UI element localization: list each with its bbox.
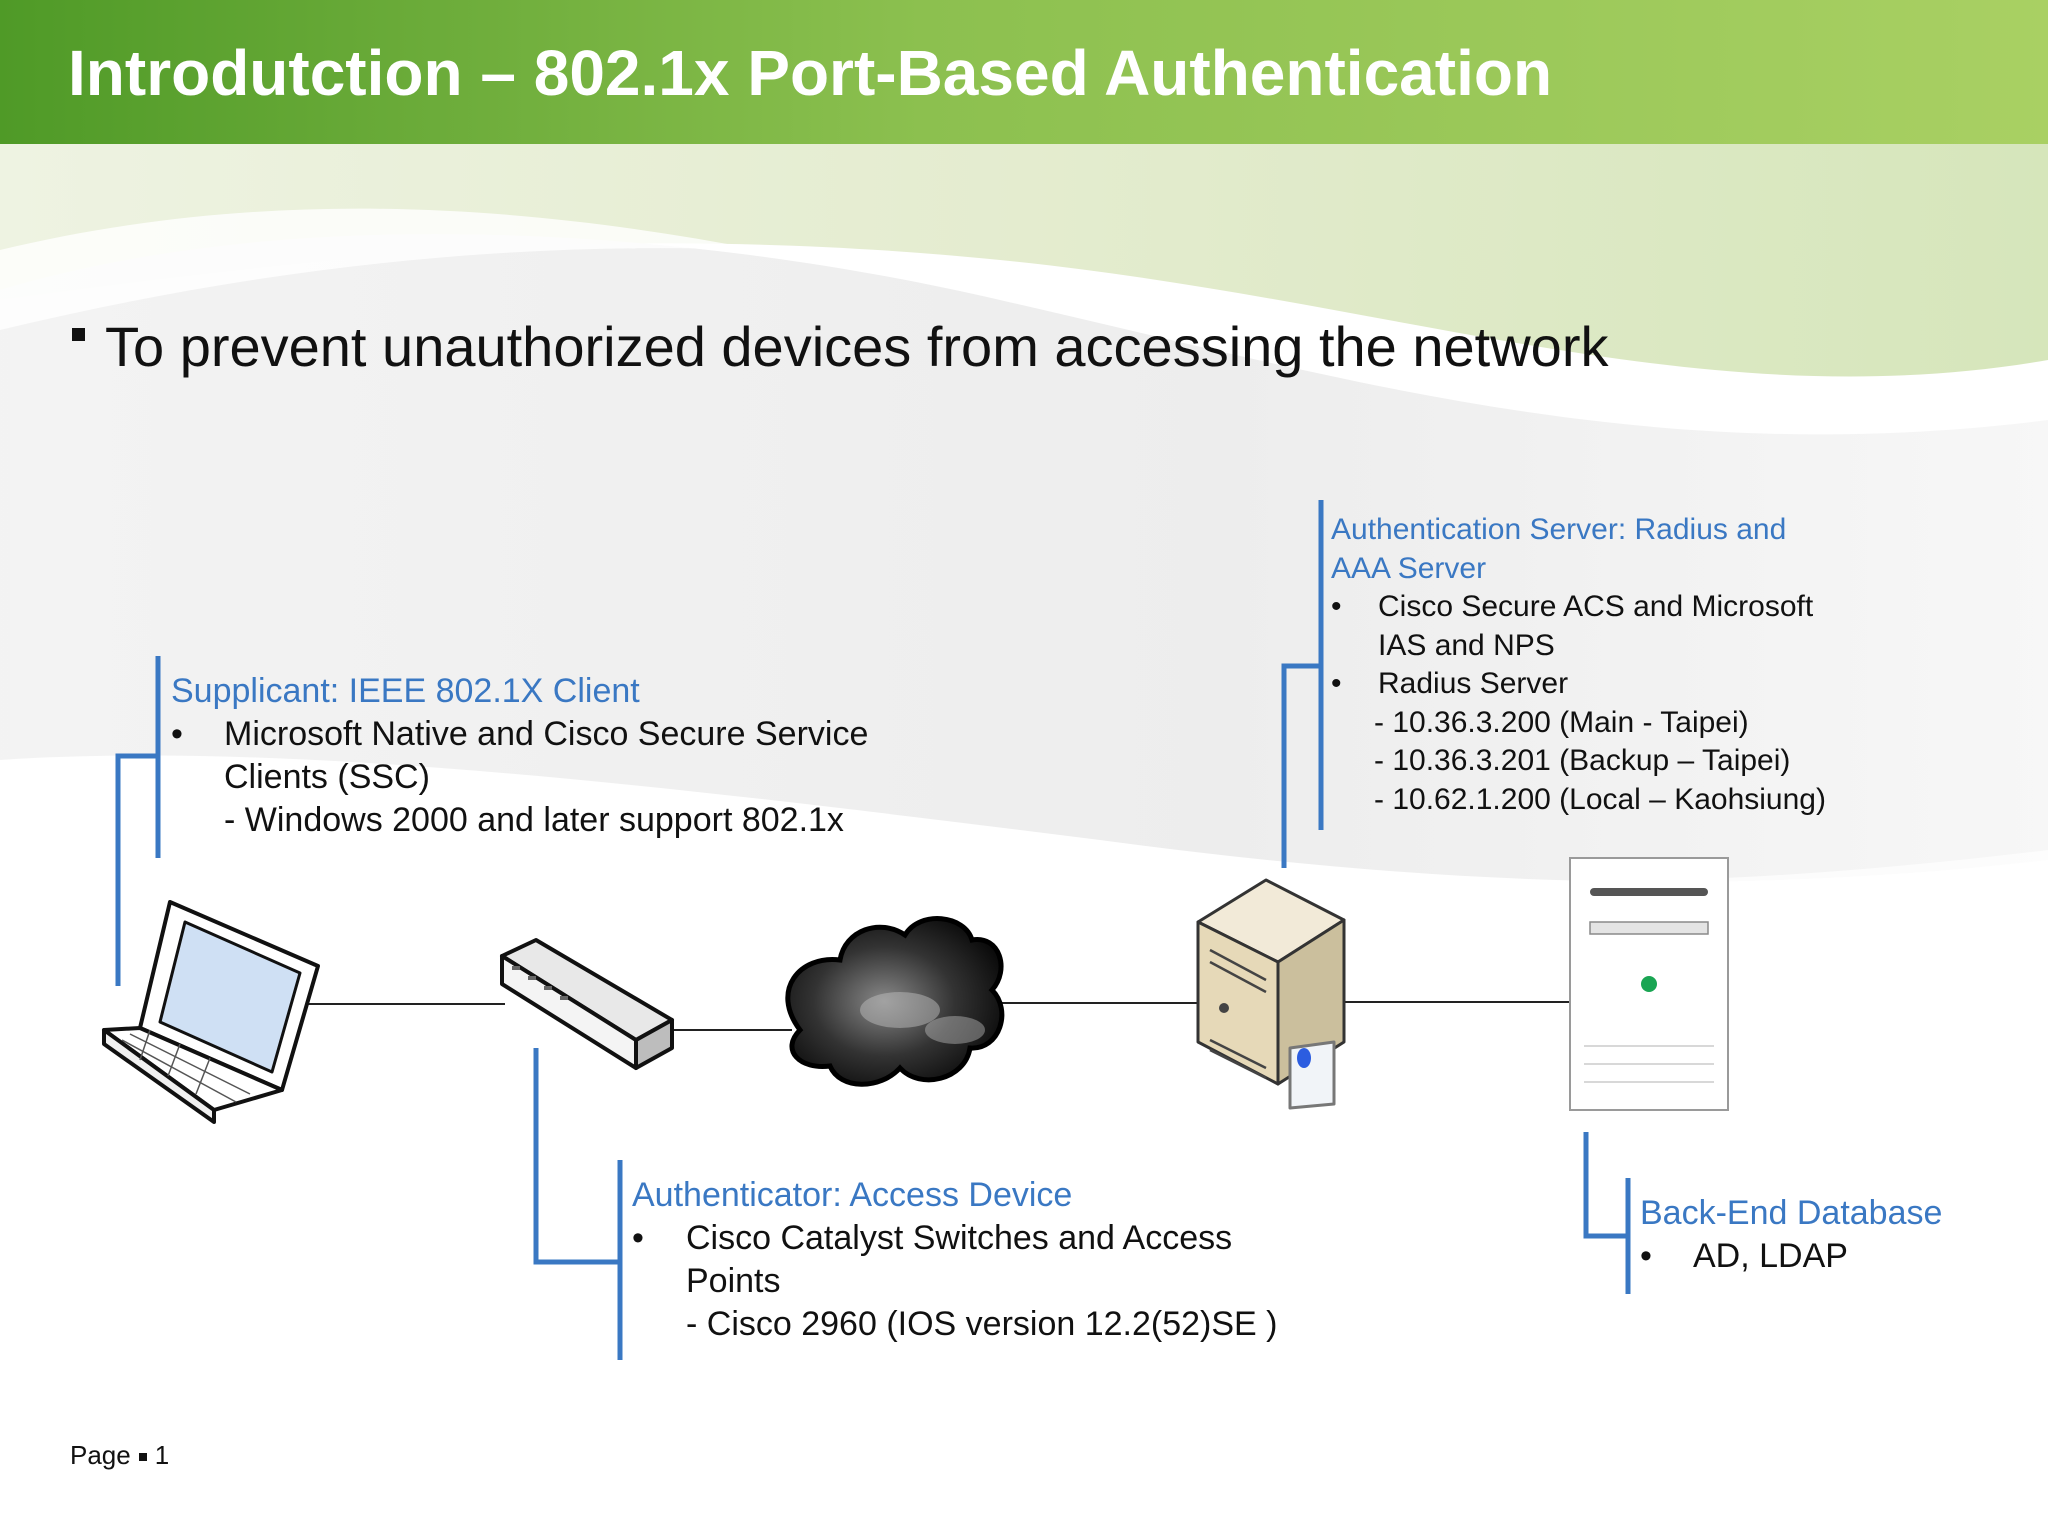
page-footer: Page 1: [70, 1440, 169, 1471]
connection-lines: [300, 1001, 1572, 1031]
bullet-dot-icon: •: [1640, 1237, 1652, 1275]
supplicant-connector: [115, 753, 158, 986]
auth-server-item-1: •Cisco Secure ACS and Microsoft: [1331, 588, 1826, 627]
slide-title: Introdutction – 802.1x Port-Based Authen…: [68, 37, 1553, 109]
server-icon: [1196, 878, 1346, 1110]
backend-item: •AD, LDAP: [1640, 1235, 1942, 1278]
supplicant-sub-item: - Windows 2000 and later support 802.1x: [224, 801, 844, 839]
auth-server-label: Authentication Server: Radius and AAA Se…: [1331, 511, 1826, 819]
authenticator-item-cont: Points: [686, 1262, 781, 1300]
database-server-icon: [1569, 857, 1729, 1111]
radius-server-local: - 10.62.1.200 (Local – Kaohsiung): [1374, 782, 1826, 816]
authenticator-label: Authenticator: Access Device •Cisco Cata…: [632, 1174, 1277, 1346]
bullet-dot-icon: •: [632, 1219, 644, 1257]
auth-server-heading-2: AAA Server: [1331, 551, 1487, 585]
backend-heading: Back-End Database: [1640, 1194, 1943, 1232]
bullet-dot-icon: •: [171, 715, 183, 753]
bullet-dot-icon: •: [1331, 590, 1342, 623]
auth-server-heading-1: Authentication Server: Radius and: [1331, 513, 1787, 546]
callout-brackets: [115, 500, 1631, 1360]
title-bar-background: [0, 0, 2048, 144]
laptop-icon: [102, 900, 320, 1124]
auth-server-item-2: •Radius Server: [1331, 665, 1826, 704]
main-bullet-text: To prevent unauthorized devices from acc…: [105, 315, 1609, 378]
authenticator-sub-item: - Cisco 2960 (IOS version 12.2(52)SE ): [686, 1305, 1278, 1343]
main-bullet: To prevent unauthorized devices from acc…: [72, 314, 1608, 379]
square-bullet-icon: [138, 1453, 147, 1462]
title-bar: [0, 0, 2048, 144]
supplicant-label: Supplicant: IEEE 802.1X Client •Microsof…: [171, 670, 868, 842]
supplicant-item: •Microsoft Native and Cisco Secure Servi…: [171, 713, 868, 756]
auth-server-item-1-cont: IAS and NPS: [1378, 628, 1555, 662]
authenticator-connector: [533, 1048, 620, 1265]
supplicant-item-cont: Clients (SSC): [224, 758, 430, 796]
square-bullet-icon: [72, 328, 85, 341]
backend-label: Back-End Database •AD, LDAP: [1640, 1192, 1942, 1278]
page-number: 1: [154, 1440, 170, 1470]
cloud-icon: [785, 916, 1005, 1087]
page-label: Page: [70, 1440, 131, 1470]
authenticator-heading: Authenticator: Access Device: [632, 1176, 1073, 1214]
authenticator-item: •Cisco Catalyst Switches and Access: [632, 1217, 1277, 1260]
backend-connector: [1583, 1132, 1628, 1239]
supplicant-heading: Supplicant: IEEE 802.1X Client: [171, 672, 640, 710]
bullet-dot-icon: •: [1331, 667, 1342, 700]
radius-server-backup: - 10.36.3.201 (Backup – Taipei): [1374, 744, 1791, 777]
switch-icon: [500, 938, 674, 1070]
auth-server-connector: [1281, 663, 1321, 868]
radius-server-main: - 10.36.3.200 (Main - Taipei): [1374, 705, 1749, 739]
